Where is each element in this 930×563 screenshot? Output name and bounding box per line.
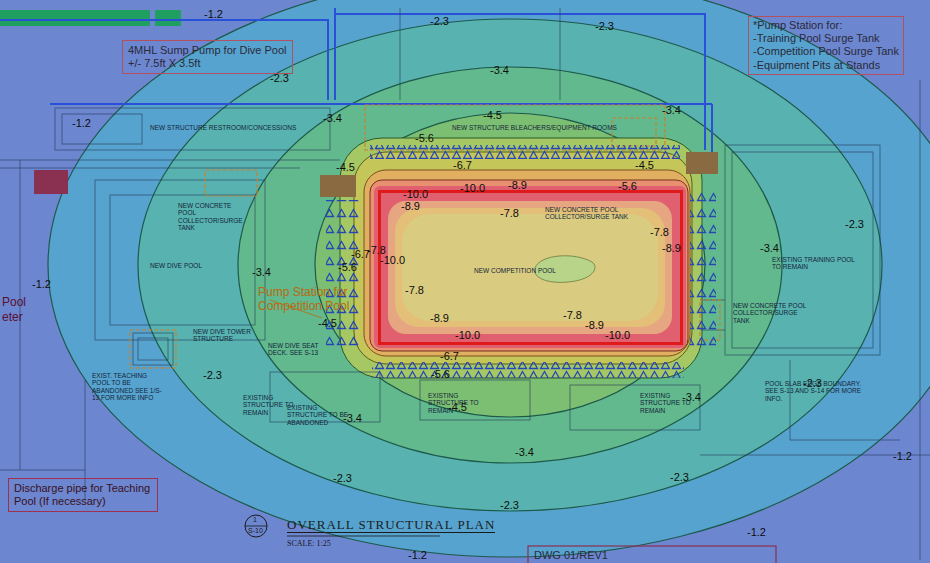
callout-box: 4MHL Sump Pump for Dive Pool+/- 7.5ft X … [122, 40, 293, 74]
contour-value: -3.4 [760, 242, 779, 254]
contour-value: -1.2 [72, 117, 91, 129]
structure-note: NEW DIVE POOL [150, 262, 202, 269]
contour-value: -10.0 [380, 254, 405, 266]
structure-note: EXIST. TEACHING POOL TO BE ABANDONED SEE… [92, 372, 164, 402]
structure-note: EXISTING STRUCTURE TO REMAIN [428, 392, 486, 414]
cut-label: Pool [2, 296, 26, 309]
contour-value: -7.8 [563, 309, 582, 321]
contour-value: -2.3 [595, 20, 614, 32]
callout-text: Discharge pipe for Teaching Pool (If nec… [14, 482, 152, 508]
contour-value: -10.0 [403, 188, 428, 200]
contour-value: -10.0 [605, 329, 630, 341]
contour-value: -2.3 [203, 369, 222, 381]
structure-note: NEW DIVE SEAT DECK. SEE S-13 [268, 342, 330, 357]
structure-note: EXISTING STRUCTURE TO REMAIN [640, 392, 698, 414]
callout-box: *Pump Station for:-Training Pool Surge T… [748, 16, 904, 75]
pool-outline: NEW COMPETITION POOL [378, 190, 683, 345]
contour-value: -2.3 [500, 499, 519, 511]
contour-value: -4.5 [635, 159, 654, 171]
contour-value: -8.9 [662, 242, 681, 254]
contour-value: -1.2 [893, 450, 912, 462]
contour-value: -5.6 [431, 368, 450, 380]
pump-station-note: Pump Station for Competition Pool [258, 286, 362, 314]
contour-value: -7.8 [405, 284, 424, 296]
contour-value: -5.6 [415, 132, 434, 144]
contour-value: -7.8 [500, 207, 519, 219]
contour-value: -3.4 [323, 112, 342, 124]
contour-value: -1.2 [408, 549, 427, 561]
contour-value: -6.7 [453, 159, 472, 171]
contour-value: -1.2 [204, 8, 223, 20]
callout-text: 4MHL Sump Pump for Dive Pool [128, 44, 287, 57]
contour-value: -6.7 [440, 350, 459, 362]
callout-text: -Equipment Pits at Stands [753, 59, 899, 72]
contour-value: -2.3 [845, 218, 864, 230]
callout-text: NEW COMPETITION POOL [474, 267, 556, 275]
structure-note: NEW CONCRETE POOL COLLECTOR/SURGE TANK [733, 302, 811, 324]
callout-text: -Competition Pool Surge Tank [753, 45, 899, 58]
contour-value: -8.9 [585, 319, 604, 331]
structure-note: POOL SLAB EDGE BOUNDARY. SEE S-13 AND S-… [765, 380, 865, 402]
structure-note: NEW STRUCTURE BLEACHERS/EQUIPMENT ROOMS [452, 124, 617, 131]
callout-text: +/- 7.5ft X 3.5ft [128, 57, 287, 70]
structure-note: EXISTING STRUCTURE TO BE ABANDONED [287, 404, 349, 426]
contour-value: -1.2 [747, 526, 766, 538]
contour-value: -2.3 [430, 15, 449, 27]
contour-value: -10.0 [460, 182, 485, 194]
contour-value: -1.2 [32, 278, 51, 290]
contour-value: -10.0 [455, 329, 480, 341]
contour-value: -3.4 [515, 446, 534, 458]
contour-value: -8.9 [430, 312, 449, 324]
contour-value: -2.3 [270, 72, 289, 84]
contour-value: -3.4 [490, 64, 509, 76]
plan-title: OVERALL STRUCTURAL PLAN [287, 518, 495, 533]
contour-value: -2.3 [333, 472, 352, 484]
contour-value: -3.4 [252, 266, 271, 278]
structure-note: EXISTING TRAINING POOL TO REMAIN [772, 256, 864, 271]
contour-value: -3.4 [662, 104, 681, 116]
structure-note: NEW DIVE TOWER STRUCTURE [193, 328, 255, 343]
sheet-number: S-10 [248, 527, 263, 535]
drawing-number: DWG 01/REV1 [534, 549, 608, 561]
structure-note: NEW STRUCTURE RESTROOM/CONCESSIONS [150, 124, 296, 131]
detail-number: 1 [253, 516, 257, 524]
callout-text: -Training Pool Surge Tank [753, 32, 899, 45]
structure-note: NEW CONCRETE POOL COLLECTOR/SURGE TANK [545, 206, 635, 221]
cut-label: eter [2, 311, 23, 324]
contour-value: -7.8 [650, 226, 669, 238]
contour-value: -2.3 [670, 471, 689, 483]
contour-value: -5.6 [338, 261, 357, 273]
structure-note: NEW CONCRETE POOL COLLECTOR/SURGE TANK [178, 202, 250, 232]
contour-value: -4.5 [336, 161, 355, 173]
contour-value: -4.5 [483, 109, 502, 121]
contour-value: -5.6 [618, 180, 637, 192]
callout-box: Discharge pipe for Teaching Pool (If nec… [8, 478, 158, 512]
contour-value: -4.5 [318, 317, 337, 329]
callout-text: *Pump Station for: [753, 19, 899, 32]
contour-value: -8.9 [401, 200, 420, 212]
contour-value: -8.9 [508, 179, 527, 191]
scale-note: SCALE: 1:25 [287, 540, 331, 549]
